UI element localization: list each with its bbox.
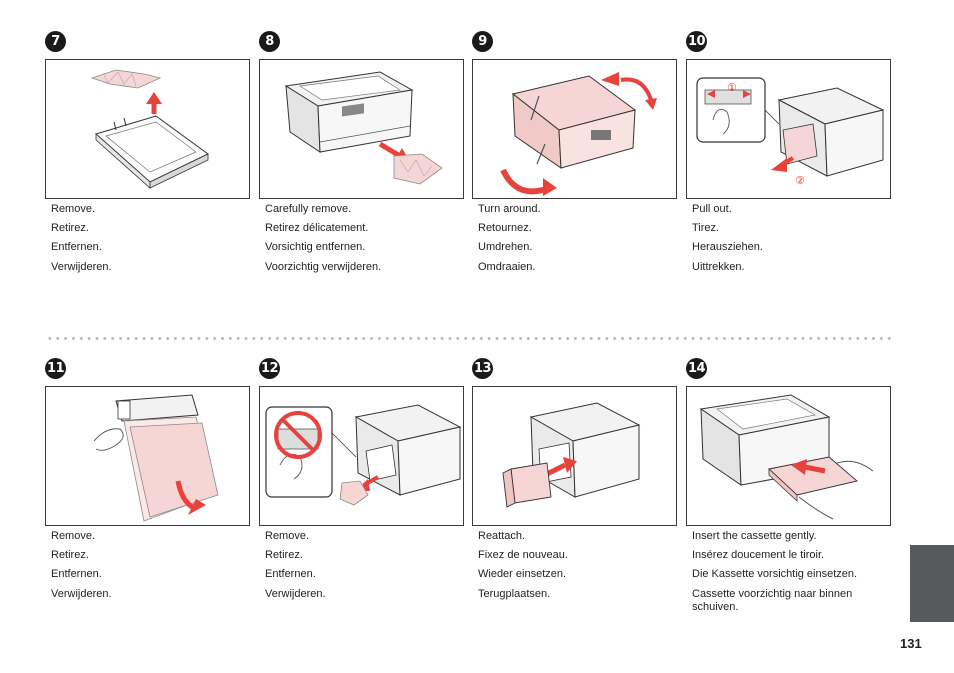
caption-list: Remove. Retirez. Entfernen. Verwijderen. — [51, 530, 241, 607]
caption-nl: Uittrekken. — [692, 260, 745, 273]
caption-nl: Omdraaien. — [478, 260, 536, 273]
step-number-badge: 13 — [472, 358, 493, 379]
caption-en: Pull out. — [692, 203, 732, 215]
callout-2: ② — [795, 174, 805, 187]
step-number-badge: 11 — [45, 358, 66, 379]
illustration-frame — [472, 59, 677, 199]
step-number-badge: 9 — [472, 31, 493, 52]
carefully-remove-paper-illustration — [284, 71, 443, 185]
illustration-frame — [472, 386, 677, 526]
caption-fr: Fixez de nouveau. — [478, 549, 568, 562]
illustration-frame — [686, 386, 891, 526]
insert-cassette-illustration — [699, 394, 874, 520]
caption-nl: Terugplaatsen. — [478, 587, 551, 600]
caption-en: Remove. — [51, 203, 96, 215]
caption-list: Turn around. Retournez. Umdrehen. Omdraa… — [478, 203, 668, 280]
remove-sheets-from-unit-illustration — [93, 394, 219, 522]
caption-list: Reattach. Fixez de nouveau. Wieder einse… — [478, 530, 668, 607]
caption-fr: Retirez. — [51, 222, 89, 235]
step-number-badge: 7 — [45, 31, 66, 52]
reattach-rear-unit-illustration — [502, 402, 641, 508]
caption-de: Umdrehen. — [478, 241, 533, 254]
illustration-frame — [45, 59, 250, 199]
step-number-badge: 12 — [259, 358, 280, 379]
page-number: 131 — [900, 636, 922, 651]
caption-fr: Retirez. — [265, 549, 303, 562]
illustration-frame — [259, 386, 464, 526]
callout-1: ① — [727, 81, 737, 94]
caption-de: Entfernen. — [51, 568, 102, 581]
caption-en: Remove. — [265, 530, 310, 542]
step-number-badge: 14 — [686, 358, 707, 379]
caption-en: Turn around. — [478, 203, 541, 215]
caption-list: Remove. Retirez. Entfernen. Verwijderen. — [51, 203, 241, 280]
caption-fr: Tirez. — [692, 222, 720, 235]
caption-nl: Verwijderen. — [51, 587, 112, 600]
caption-de: Die Kassette vorsichtig einsetzen. — [692, 568, 858, 581]
caption-fr: Retournez. — [478, 222, 532, 235]
pull-out-rear-unit-illustration: ① ② — [696, 77, 885, 187]
caption-de: Vorsichtig entfernen. — [265, 241, 366, 254]
caption-nl: Verwijderen. — [51, 260, 112, 273]
caption-de: Wieder einsetzen. — [478, 568, 567, 581]
caption-de: Entfernen. — [265, 568, 316, 581]
illustration-frame — [259, 59, 464, 199]
caption-fr: Insérez doucement le tiroir. — [692, 549, 825, 562]
caption-de: Entfernen. — [51, 241, 102, 254]
step-number-badge: 8 — [259, 31, 280, 52]
caption-fr: Retirez. — [51, 549, 89, 562]
caption-en: Reattach. — [478, 530, 526, 542]
section-tab — [910, 545, 954, 622]
remove-paper-from-back-illustration — [265, 404, 462, 506]
caption-de: Herausziehen. — [692, 241, 763, 254]
caption-list: Carefully remove. Retirez délicatement. … — [265, 203, 455, 280]
caption-list: Insert the cassette gently. Insérez douc… — [692, 530, 882, 620]
dotted-divider — [46, 337, 892, 340]
caption-en: Remove. — [51, 530, 96, 542]
illustration-frame: ① ② — [686, 59, 891, 199]
caption-list: Pull out. Tirez. Herausziehen. Uittrekke… — [692, 203, 882, 280]
remove-jammed-paper-illustration — [90, 69, 209, 189]
caption-en: Insert the cassette gently. — [692, 530, 817, 542]
turn-around-printer-illustration — [500, 72, 657, 196]
illustration-frame — [45, 386, 250, 526]
caption-nl: Verwijderen. — [265, 587, 326, 600]
caption-fr: Retirez délicatement. — [265, 222, 369, 235]
step-number-badge: 10 — [686, 31, 707, 52]
caption-nl: Cassette voorzichtig naar binnen schuive… — [692, 587, 853, 613]
caption-en: Carefully remove. — [265, 203, 352, 215]
caption-nl: Voorzichtig verwijderen. — [265, 260, 382, 273]
caption-list: Remove. Retirez. Entfernen. Verwijderen. — [265, 530, 455, 607]
